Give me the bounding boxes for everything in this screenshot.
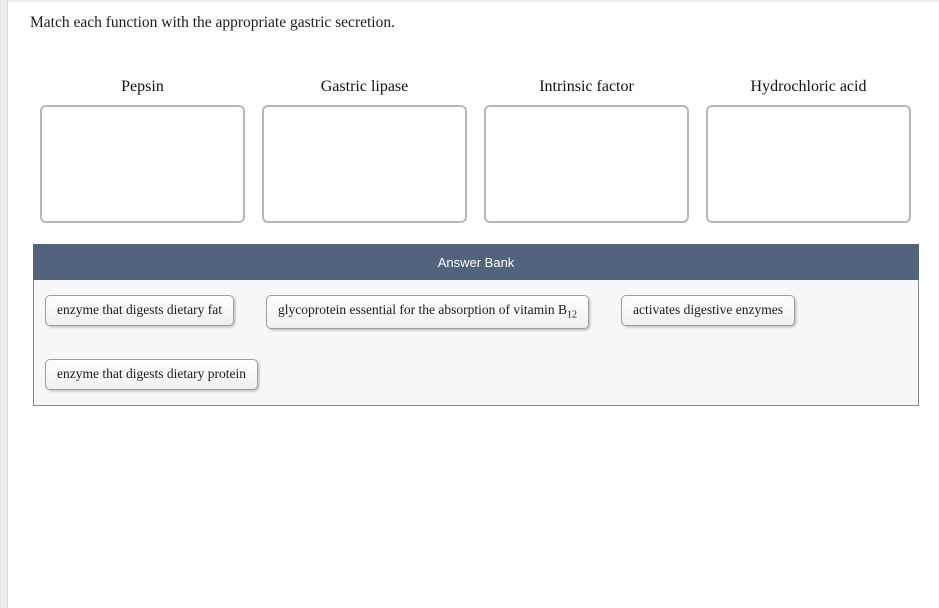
answer-bank: Answer Bank enzyme that digests dietary … — [33, 244, 919, 406]
page-top-strip — [0, 0, 939, 2]
answer-chip-digests-dietary-protein[interactable]: enzyme that digests dietary protein — [45, 358, 258, 390]
answer-bank-row-2: enzyme that digests dietary protein — [45, 358, 907, 390]
drop-zone-pepsin[interactable] — [40, 105, 245, 223]
answer-chip-text: enzyme that digests dietary protein — [57, 365, 246, 381]
drop-zone-gastric-lipase[interactable] — [262, 105, 467, 223]
page-left-strip — [0, 0, 8, 608]
matching-question: Match each function with the appropriate… — [30, 14, 939, 406]
drop-zone-hydrochloric-acid[interactable] — [706, 105, 911, 223]
drop-zone-intrinsic-factor[interactable] — [484, 105, 689, 223]
answer-chip-text: enzyme that digests dietary fat — [57, 302, 222, 317]
target-label-pepsin: Pepsin — [121, 78, 164, 95]
answer-bank-body: enzyme that digests dietary fat glycopro… — [33, 280, 919, 406]
answer-chip-text: glycoprotein essential for the absorptio… — [277, 302, 568, 317]
answer-chip-digests-dietary-fat[interactable]: enzyme that digests dietary fat — [45, 295, 234, 326]
answer-chip-activates-digestive-enzymes[interactable]: activates digestive enzymes — [621, 295, 795, 326]
target-label-hydrochloric-acid: Hydrochloric acid — [750, 78, 867, 95]
answer-chip-text: activates digestive enzymes — [633, 302, 783, 317]
match-column-hydrochloric-acid: Hydrochloric acid — [706, 78, 911, 223]
answer-bank-row-1: enzyme that digests dietary fat glycopro… — [45, 295, 907, 329]
answer-chip-subscript: 12 — [567, 309, 578, 321]
match-column-gastric-lipase: Gastric lipase — [262, 78, 467, 223]
match-targets-row: Pepsin Gastric lipase Intrinsic factor H… — [40, 78, 939, 223]
target-label-gastric-lipase: Gastric lipase — [320, 78, 409, 95]
answer-bank-header: Answer Bank — [33, 244, 919, 280]
match-column-intrinsic-factor: Intrinsic factor — [484, 78, 689, 223]
match-column-pepsin: Pepsin — [40, 78, 245, 223]
answer-chip-glycoprotein-vitamin-b12[interactable]: glycoprotein essential for the absorptio… — [265, 295, 590, 329]
question-prompt: Match each function with the appropriate… — [30, 14, 395, 31]
target-label-intrinsic-factor: Intrinsic factor — [539, 78, 634, 95]
